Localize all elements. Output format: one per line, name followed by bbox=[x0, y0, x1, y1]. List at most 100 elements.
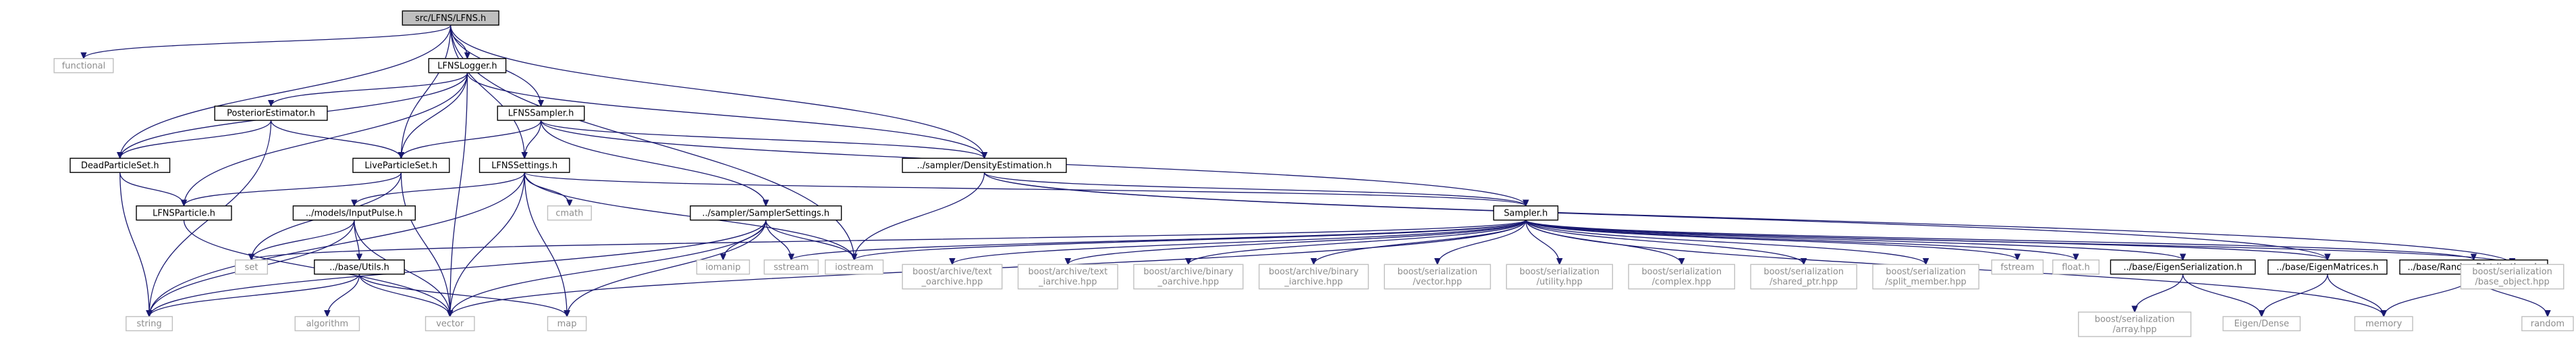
node-label-random: random bbox=[2531, 319, 2565, 329]
node-liveparticle[interactable]: LiveParticleSet.h bbox=[352, 157, 450, 173]
node-box-floath bbox=[2052, 259, 2100, 275]
node-lfnslogger[interactable]: LFNSLogger.h bbox=[428, 57, 507, 74]
node-label-inputpulse: ../models/InputPulse.h bbox=[306, 208, 403, 218]
node-samplersettings[interactable]: ../sampler/SamplerSettings.h bbox=[690, 205, 842, 221]
node-utils[interactable]: ../base/Utils.h bbox=[314, 259, 405, 275]
node-box-bs_shared bbox=[1750, 264, 1857, 290]
edge-sampler-to-bs_split bbox=[1525, 220, 1926, 265]
node-label-bs_shared-line-1: boost/serialization bbox=[1763, 267, 1844, 277]
edge-utils-to-map bbox=[358, 274, 567, 317]
node-box-lfnsparticle bbox=[136, 205, 232, 221]
node-functional: functional bbox=[53, 57, 114, 74]
node-bat_oarch: boost/archive/text_oarchive.hpp bbox=[902, 264, 1003, 290]
node-label-memory: memory bbox=[2365, 319, 2402, 329]
node-label-eigenmat: ../base/EigenMatrices.h bbox=[2276, 262, 2378, 272]
edge-density-to-iostream bbox=[854, 172, 985, 260]
node-label-eigenser: ../base/EigenSerialization.h bbox=[2123, 262, 2242, 272]
node-label-bs_utility-line-2: /utility.hpp bbox=[1537, 277, 1583, 287]
node-label-bab_iarch-line-1: boost/archive/binary bbox=[1269, 267, 1359, 277]
node-box-iostream bbox=[825, 259, 884, 275]
node-label-floath: float.h bbox=[2062, 262, 2089, 272]
node-string: string bbox=[126, 316, 173, 332]
node-box-lfnssettings bbox=[478, 157, 570, 173]
node-root[interactable]: src/LFNS/LFNS.h bbox=[402, 10, 499, 26]
edge-eigenmat-to-memory bbox=[2327, 274, 2384, 317]
edge-root-to-lfnssettings bbox=[450, 25, 525, 158]
edge-lfnslogger-to-vector bbox=[450, 72, 468, 317]
node-density[interactable]: ../sampler/DensityEstimation.h bbox=[902, 157, 1067, 173]
node-bs_object: boost/serialization/base_object.hpp bbox=[2460, 264, 2565, 290]
node-lfnssettings[interactable]: LFNSSettings.h bbox=[478, 157, 570, 173]
edge-lfnslogger-to-density bbox=[466, 72, 984, 159]
node-lfnsparticle[interactable]: LFNSParticle.h bbox=[136, 205, 232, 221]
edge-eigenmat-to-eigendense bbox=[2262, 274, 2328, 317]
node-box-utils bbox=[314, 259, 405, 275]
edge-sampler-to-bs_object bbox=[1525, 220, 2513, 265]
node-box-bs_complex bbox=[1628, 264, 1736, 290]
node-box-sstream bbox=[763, 259, 819, 275]
dependency-nodes: src/LFNS/LFNS.h functional LFNSLogger.hPos… bbox=[53, 10, 2574, 337]
edge-utils-to-algorithm bbox=[327, 274, 360, 317]
edge-sampler-to-bs_shared bbox=[1525, 220, 1804, 265]
node-label-string: string bbox=[137, 319, 162, 329]
edge-lfnssampler-to-lfnssettings bbox=[524, 120, 542, 158]
edge-lfnssampler-to-samplersettings bbox=[540, 120, 766, 206]
node-sampler[interactable]: Sampler.h bbox=[1493, 205, 1559, 221]
edge-randdist-to-memory bbox=[2384, 274, 2475, 317]
node-fstream: fstream bbox=[1991, 259, 2044, 275]
node-box-map bbox=[547, 316, 587, 332]
node-floath: float.h bbox=[2052, 259, 2100, 275]
node-label-bs_vector-line-1: boost/serialization bbox=[1398, 267, 1478, 277]
node-label-bs_split-line-1: boost/serialization bbox=[1886, 267, 1966, 277]
node-box-functional bbox=[53, 57, 114, 74]
node-box-bat_oarch bbox=[902, 264, 1003, 290]
node-box-posterior bbox=[214, 105, 328, 121]
node-eigenmat[interactable]: ../base/EigenMatrices.h bbox=[2267, 259, 2388, 275]
node-label-bs_object-line-1: boost/serialization bbox=[2472, 267, 2552, 277]
node-lfnssampler[interactable]: LFNSSampler.h bbox=[497, 105, 585, 121]
dependency-edges bbox=[84, 24, 2548, 317]
node-box-bs_vector bbox=[1383, 264, 1491, 290]
node-posterior[interactable]: PosteriorEstimator.h bbox=[214, 105, 328, 121]
edge-lfnslogger-to-liveparticle bbox=[401, 72, 468, 159]
edge-density-to-sampler bbox=[983, 172, 1526, 206]
node-label-functional: functional bbox=[62, 61, 105, 71]
node-label-set: set bbox=[245, 262, 258, 272]
node-label-bs_complex-line-2: /complex.hpp bbox=[1652, 277, 1711, 287]
edge-posterior-to-liveparticle bbox=[270, 120, 402, 158]
edge-lfnssettings-to-vector bbox=[450, 172, 525, 316]
node-label-utils: ../base/Utils.h bbox=[329, 262, 389, 272]
node-label-liveparticle: LiveParticleSet.h bbox=[364, 161, 437, 171]
node-box-bs_split bbox=[1872, 264, 1979, 290]
node-box-inputpulse bbox=[292, 205, 416, 221]
node-bs_array: boost/serialization/array.hpp bbox=[2078, 312, 2192, 337]
node-deadparticle[interactable]: DeadParticleSet.h bbox=[70, 157, 171, 173]
edge-eigenser-to-eigendense bbox=[2182, 274, 2262, 317]
node-inputpulse[interactable]: ../models/InputPulse.h bbox=[292, 205, 416, 221]
edge-sampler-to-iostream bbox=[854, 220, 1527, 260]
edge-sampler-to-bat_oarch bbox=[952, 220, 1527, 265]
edge-density-to-bs_object bbox=[983, 172, 2513, 264]
edge-root-to-functional bbox=[84, 24, 451, 59]
node-label-fstream: fstream bbox=[2000, 262, 2034, 272]
edge-sampler-to-bab_oarch bbox=[1188, 220, 1527, 265]
node-box-eigenser bbox=[2110, 259, 2256, 275]
edge-deadparticle-to-string bbox=[119, 172, 149, 316]
node-label-bab_oarch-line-1: boost/archive/binary bbox=[1143, 267, 1233, 277]
node-eigenser[interactable]: ../base/EigenSerialization.h bbox=[2110, 259, 2256, 275]
node-label-bs_array-line-1: boost/serialization bbox=[2095, 315, 2175, 325]
node-box-cmath bbox=[547, 205, 592, 221]
node-label-bat_oarch-line-1: boost/archive/text bbox=[912, 267, 992, 277]
node-bs_shared: boost/serialization/shared_ptr.hpp bbox=[1750, 264, 1857, 290]
node-box-iomanip bbox=[696, 259, 750, 275]
node-label-iomanip: iomanip bbox=[705, 262, 740, 272]
node-label-bs_object-line-2: /base_object.hpp bbox=[2475, 277, 2549, 287]
node-memory: memory bbox=[2354, 316, 2413, 332]
edge-lfnslogger-to-posterior bbox=[271, 72, 468, 107]
node-box-density bbox=[902, 157, 1067, 173]
edge-utils-to-vector bbox=[358, 274, 449, 317]
edge-sampler-to-floath bbox=[1525, 220, 2076, 260]
node-label-bab_oarch-line-2: _oarchive.hpp bbox=[1157, 277, 1220, 287]
node-label-bat_iarch-line-1: boost/archive/text bbox=[1028, 267, 1107, 277]
